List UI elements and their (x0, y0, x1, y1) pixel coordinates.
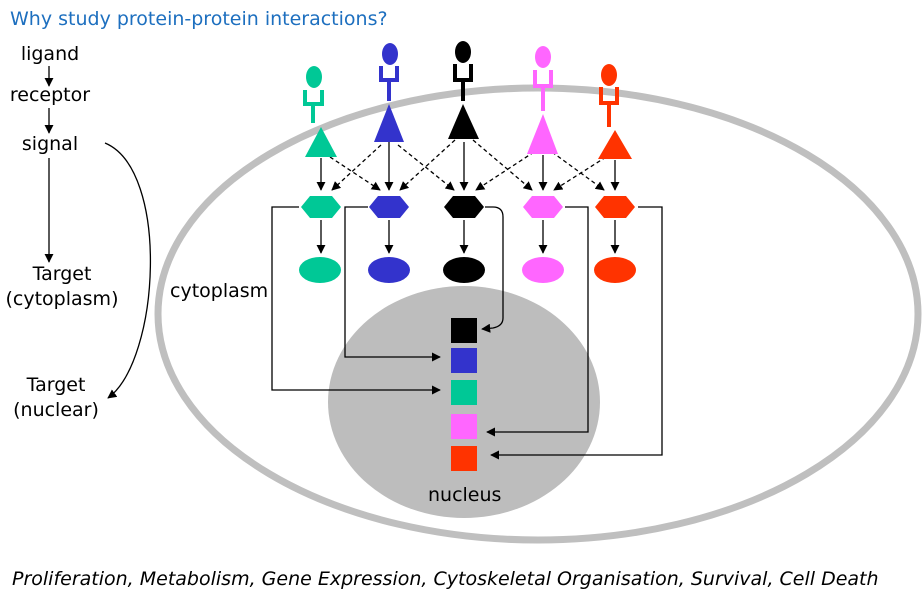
slide-title: Why study protein-protein interactions? (10, 8, 388, 30)
ligand-label: ligand (20, 43, 80, 65)
nuclear-target-blue (451, 348, 477, 373)
receptors (303, 41, 619, 127)
receptor-body-teal (303, 90, 324, 123)
cytoplasmic-target-pink (522, 257, 564, 283)
kinase-hexagon-pink (523, 196, 563, 218)
ligand-blue (382, 43, 398, 65)
receptor-body-red (599, 87, 619, 127)
ligand-black (455, 41, 471, 63)
nuclear-target-teal (451, 380, 477, 405)
receptor-body-pink (533, 70, 553, 111)
receptor-body-black (453, 64, 473, 101)
crosstalk-arrow (551, 151, 605, 191)
nucleus-label: nucleus (428, 484, 502, 506)
receptor-triangle-pink (527, 114, 558, 154)
cytoplasmic-target-black (443, 257, 485, 283)
receptor-body-blue (379, 66, 399, 101)
target-nuclear-label: Target (nuclear) (0, 373, 112, 423)
ligand-pink (535, 46, 551, 68)
route-black-nuclear (481, 206, 504, 333)
cellular-outcomes: Proliferation, Metabolism, Gene Expressi… (12, 568, 879, 590)
target-cytoplasm-line2: (cytoplasm) (5, 288, 119, 310)
route-pink-nuclear (486, 206, 589, 437)
cytoplasmic-target-red (594, 257, 636, 283)
receptor-teal (303, 66, 324, 123)
receptor-black (453, 41, 473, 101)
crosstalk-arrow (553, 156, 607, 191)
receptor-triangle-red (598, 130, 632, 159)
crosstalk-arrow (397, 144, 455, 191)
route-red-nuclear (490, 206, 663, 460)
receptor-label: receptor (9, 84, 91, 106)
ligand-teal (306, 66, 322, 88)
nuclear-target-black (451, 318, 477, 343)
crosstalk-arrow (399, 139, 456, 191)
ligand-red (601, 64, 617, 86)
receptor-triangle-blue (374, 104, 404, 142)
kinase-hexagon-red (595, 196, 635, 218)
signal-label: signal (21, 133, 79, 155)
target-nuclear-line1: Target (26, 374, 86, 396)
cytoplasmic-target-teal (299, 257, 341, 283)
arrow-signal-nuclear-curve (104, 142, 152, 399)
route-teal-nuclear (271, 206, 441, 395)
nuclear-target-pink (451, 414, 477, 439)
target-cytoplasm-line1: Target (32, 263, 92, 285)
receptor-red (599, 64, 619, 127)
route-blue-nuclear (344, 206, 441, 362)
crosstalk-arrow (472, 139, 533, 191)
kinase-hexagon-teal (301, 196, 341, 218)
target-cytoplasm-label: Target (cytoplasm) (0, 262, 124, 312)
cytoplasmic-target-blue (368, 257, 410, 283)
crosstalk-arrow (329, 156, 381, 191)
crosstalk-arrows (329, 139, 607, 191)
receptor-blue (379, 43, 399, 101)
kinase-hexagon-blue (369, 196, 409, 218)
receptor-triangle-black (448, 104, 479, 139)
kinase-hexagon-black (444, 196, 484, 218)
receptor-pink (533, 46, 553, 111)
crosstalk-arrow (475, 151, 535, 191)
nuclear-target-red (451, 446, 477, 471)
cytoplasm-label: cytoplasm (170, 280, 269, 302)
target-nuclear-line2: (nuclear) (13, 399, 99, 421)
receptor-triangle-teal (305, 127, 337, 157)
